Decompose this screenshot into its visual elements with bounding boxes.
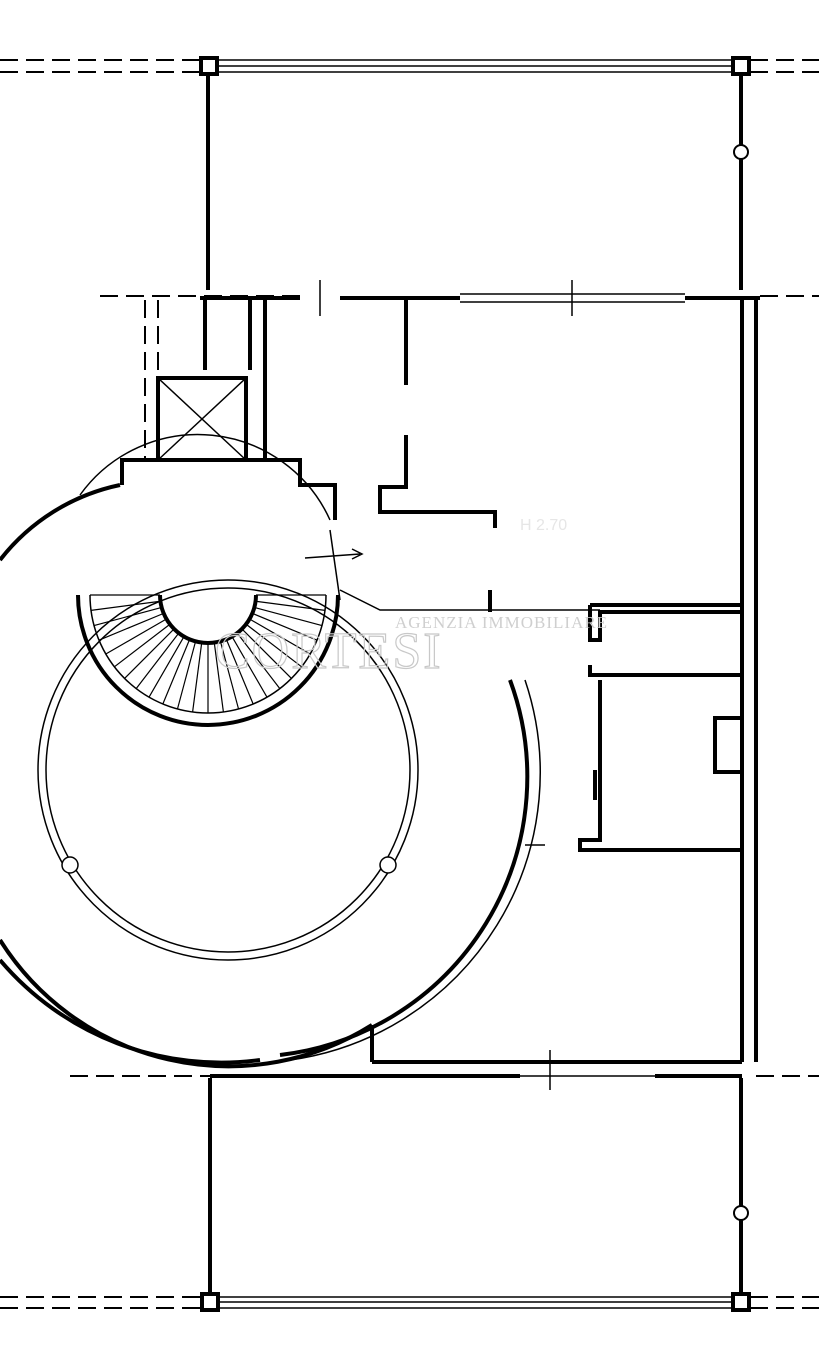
agency-watermark: AGENZIA IMMOBILIARE CORTESI xyxy=(214,613,608,681)
stair-tread xyxy=(148,636,185,698)
stair-tread xyxy=(90,600,161,611)
stair-tread xyxy=(254,606,323,627)
stair-tread xyxy=(225,639,254,705)
stair-tread xyxy=(192,642,203,713)
stair-tread xyxy=(231,636,268,698)
height-label: H 2.70 xyxy=(520,517,567,534)
stair-tread xyxy=(249,618,311,655)
stair-tread xyxy=(245,623,302,668)
watermark-line1: AGENZIA IMMOBILIARE xyxy=(395,613,608,632)
stair-tread xyxy=(219,641,240,710)
stair-tread xyxy=(135,632,180,689)
watermark-line2: CORTESI xyxy=(215,623,443,680)
stair-tread xyxy=(241,628,292,679)
top-terrace xyxy=(0,56,819,290)
elevator-shaft xyxy=(120,300,337,520)
stair-tread xyxy=(105,618,167,655)
round-hall xyxy=(0,433,600,1069)
stair-tread xyxy=(255,600,326,611)
stair-tread xyxy=(162,639,191,705)
stair-tread xyxy=(98,612,164,641)
stair-tread xyxy=(93,606,162,627)
stair-tread xyxy=(252,612,318,641)
stair-tread xyxy=(176,641,197,710)
stair-tread xyxy=(213,642,224,713)
stair-tread xyxy=(236,632,281,689)
bottom-terrace xyxy=(0,1078,819,1312)
stair-tread xyxy=(114,623,171,668)
stair-tread xyxy=(124,628,175,679)
spiral-staircase xyxy=(76,594,340,727)
